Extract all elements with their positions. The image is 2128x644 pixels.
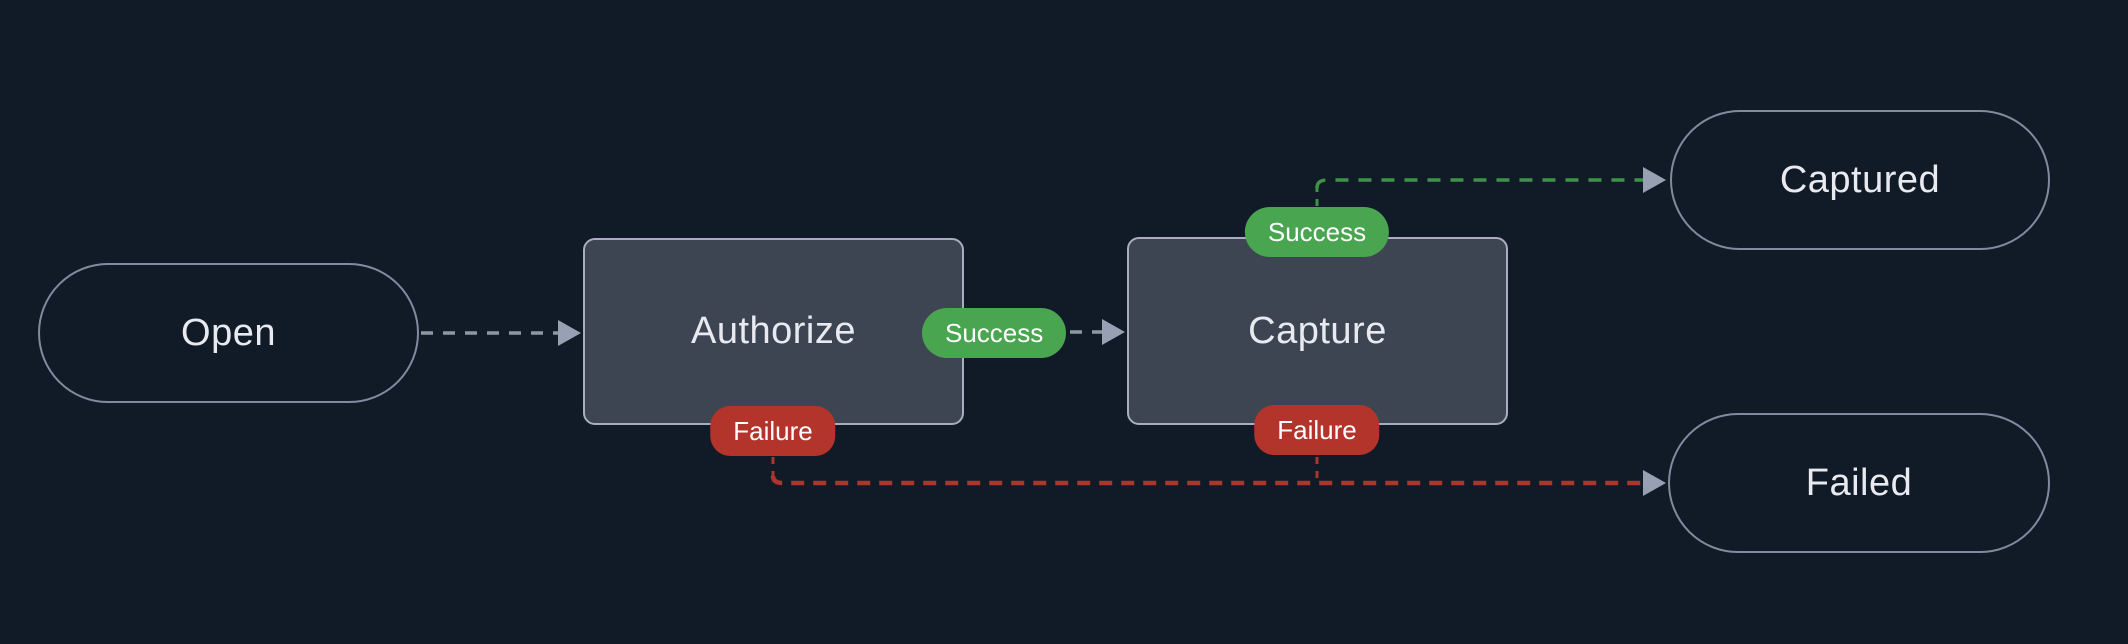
edge-failure-to-failed: [770, 475, 1643, 486]
node-open[interactable]: Open: [38, 263, 419, 403]
arrowhead-capture-success-to-captured-icon: [1643, 167, 1666, 193]
arrowhead-authorize-success-to-capture-icon: [1102, 319, 1125, 345]
badge-capture-failure[interactable]: Failure: [1254, 405, 1380, 455]
node-capture-label: Capture: [1248, 309, 1387, 352]
arrowhead-failure-to-failed-icon: [1643, 470, 1666, 496]
node-capture[interactable]: Capture: [1127, 237, 1508, 425]
badge-capture-success-label: Success: [1267, 216, 1367, 247]
node-authorize-label: Authorize: [690, 310, 857, 352]
badge-capture-failure-label: Failure: [1277, 414, 1357, 445]
edge-capture-success-to-captured: [1315, 178, 1643, 189]
badge-authorize-success-label: Success: [945, 317, 1044, 348]
badge-authorize-failure-label: Failure: [733, 415, 813, 446]
node-failed-label: Failed: [1805, 461, 1913, 504]
node-authorize[interactable]: Authorize: [583, 238, 964, 425]
node-captured[interactable]: Captured: [1670, 110, 2050, 250]
badge-authorize-failure[interactable]: Failure: [710, 406, 836, 456]
node-open-label: Open: [181, 311, 276, 354]
badge-capture-success[interactable]: Success: [1244, 207, 1390, 257]
arrowhead-open-to-authorize-icon: [558, 320, 581, 346]
node-captured-label: Captured: [1779, 158, 1941, 201]
node-failed[interactable]: Failed: [1668, 413, 2050, 553]
badge-authorize-success[interactable]: Success: [922, 308, 1067, 358]
